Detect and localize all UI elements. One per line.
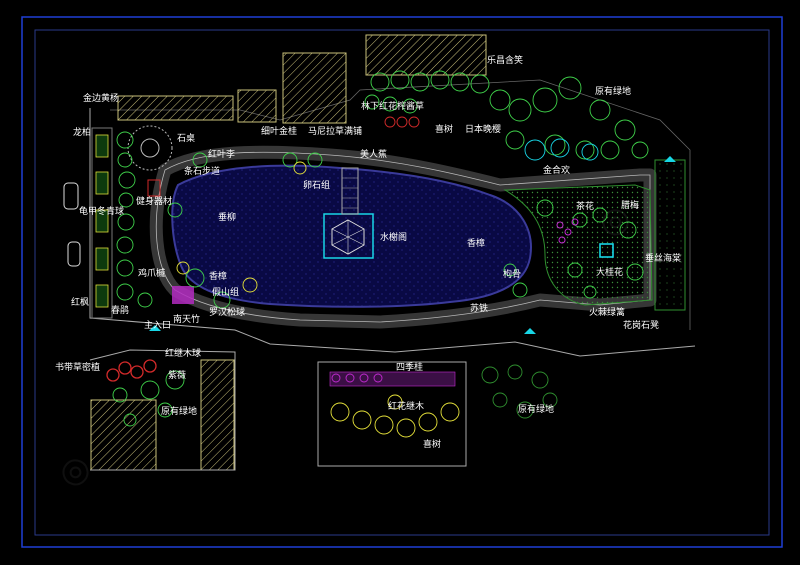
- label-chuiliu: 垂柳: [218, 213, 237, 223]
- label-linxia-hongh: 林下红花榨酱草: [361, 102, 425, 112]
- label-yuanyou-lvdi-bottom: 原有绿地: [518, 405, 555, 415]
- stone-table-plaza: [127, 125, 173, 171]
- label-nantianzhu: 南天竹: [173, 315, 201, 325]
- label-luohan-songqiu: 罗汉松球: [209, 308, 246, 318]
- label-shudai-cao: 书带草密植: [55, 363, 101, 373]
- fitness-equipment: [147, 179, 161, 197]
- label-jizhua-qi: 鸡爪槭: [138, 269, 166, 279]
- label-jinbian-huangyang: 金边黄杨: [83, 94, 120, 104]
- label-xishu2: 喜树: [423, 440, 442, 450]
- building-hatch-4: [365, 34, 487, 76]
- label-riben-wanying: 日本晚樱: [465, 125, 502, 135]
- label-lamei: 腊梅: [621, 201, 640, 211]
- label-mani-lacao: 马尼拉草满铺: [308, 127, 363, 137]
- label-tiaoshi-budao: 条石步道: [184, 167, 221, 177]
- label-da-guihua: 大桂花: [596, 268, 624, 278]
- pond: [171, 164, 532, 308]
- building-hatch-2: [237, 89, 277, 123]
- label-chunjuan: 春鹃: [111, 306, 130, 316]
- label-ziwei: 紫薇: [168, 371, 187, 381]
- label-yuanyou-lvdi-left: 原有绿地: [161, 407, 198, 417]
- label-yuanyou-lvdi-top: 原有绿地: [595, 87, 632, 97]
- label-shuixie-ge: 水榭阁: [380, 233, 408, 243]
- label-gouggu: 枸骨: [503, 270, 522, 280]
- outer-frame: [21, 16, 783, 548]
- label-zhu-rukou: 主入口: [144, 321, 172, 331]
- label-hongji-muqiu: 红继木球: [165, 349, 202, 359]
- label-xiye-jinzhuang: 细叶金桂: [261, 127, 298, 137]
- label-hongye-li: 红叶李: [208, 150, 236, 160]
- parking-strip: [91, 127, 113, 319]
- label-meiren-jiao: 美人蕉: [360, 150, 388, 160]
- bottom-middle-bed: [317, 361, 467, 467]
- left-tree-column: [116, 131, 323, 309]
- building-hatch-5: [90, 399, 157, 471]
- inner-frame: [34, 29, 770, 536]
- bottom-left-bed: [89, 349, 236, 471]
- building-hatch-3: [282, 52, 347, 124]
- rockery-magenta: [172, 286, 194, 304]
- building-hatch-1: [117, 95, 234, 121]
- car-icon: [63, 182, 79, 210]
- label-jiashan-zu: 假山组: [212, 288, 240, 298]
- osmanthus-marker: [599, 243, 614, 258]
- top-tree-belt: [364, 70, 649, 160]
- label-shizhuo: 石桌: [177, 134, 196, 144]
- label-sutie: 苏铁: [470, 304, 489, 314]
- label-longbai: 龙柏: [73, 128, 92, 138]
- label-jinhe-huan: 金合欢: [543, 166, 571, 176]
- label-chaohua: 茶花: [576, 202, 595, 212]
- label-xishu: 喜树: [435, 125, 454, 135]
- site-boundary: [89, 108, 696, 357]
- label-jianshen-qicai: 健身器材: [136, 197, 173, 207]
- label-xiangzhang: 香樟: [467, 239, 486, 249]
- bridge: [341, 167, 359, 215]
- label-lechang-hanxiao: 乐昌含笑: [487, 56, 524, 66]
- label-hongh-jimu: 红花继木: [388, 402, 425, 412]
- label-chuisi-haitang: 垂丝海棠: [645, 254, 682, 264]
- label-sijigui: 四季桂: [396, 363, 424, 373]
- label-huagangshi-deng: 花岗石凳: [623, 321, 660, 331]
- label-xiangzhang2: 香樟: [209, 272, 228, 282]
- label-huoji-lvli: 火棘绿篱: [589, 308, 626, 318]
- building-hatch-6: [200, 359, 235, 471]
- label-luanshi-zu: 卵石组: [303, 181, 331, 191]
- label-hongfeng: 红枫: [71, 298, 90, 308]
- label-guijia-dongqing: 龟甲冬青球: [79, 207, 125, 217]
